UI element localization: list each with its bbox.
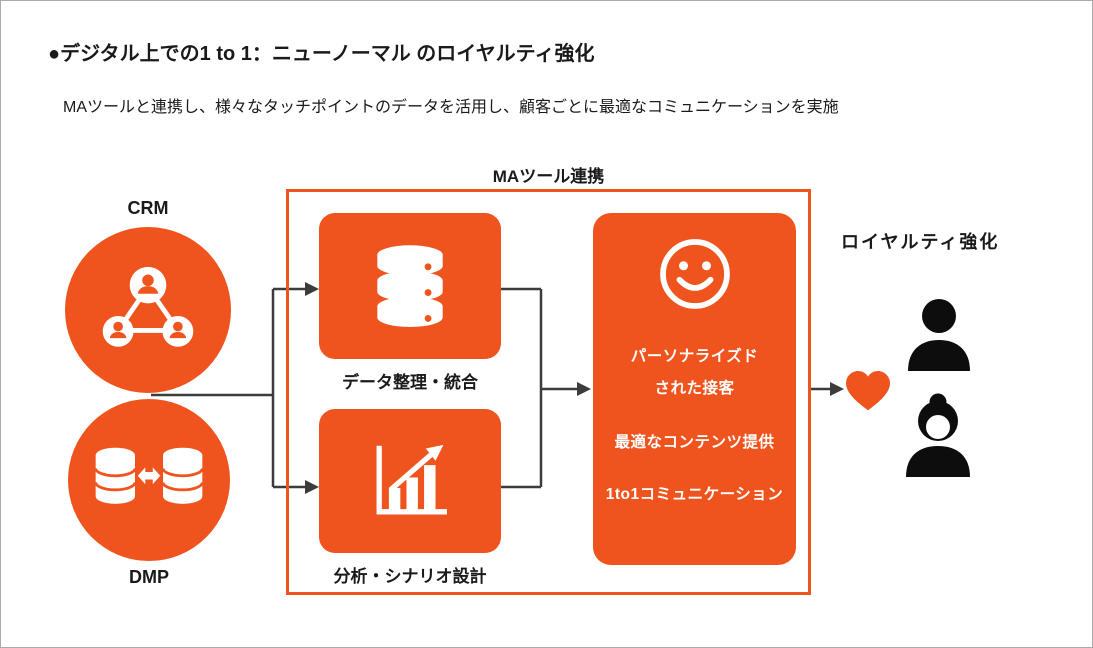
dmp-node [68, 399, 230, 561]
loyalty-result-label: ロイヤルティ強化 [841, 232, 1000, 252]
outcome-line-4: 1to1コミュニケーション [605, 486, 784, 503]
outcome-line-1: パーソナライズド [630, 348, 759, 365]
dmp-exchange-icon [94, 447, 204, 504]
analysis-card [319, 409, 501, 553]
person-male-icon [908, 299, 970, 371]
personalization-card: パーソナライズド された接客 最適なコンテンツ提供 1to1コミュニケーション [593, 213, 796, 565]
analysis-label: 分析・シナリオ設計 [333, 567, 487, 586]
smiley-icon [659, 239, 730, 309]
outcome-line-2: された接客 [654, 380, 735, 397]
ma-tool-box-outline [286, 189, 811, 595]
crm-node [65, 227, 231, 393]
bar-chart-icon [376, 444, 447, 515]
data-integration-label: データ整理・統合 [342, 373, 478, 392]
outcome-line-3: 最適なコンテンツ提供 [614, 434, 775, 451]
data-integration-card [319, 213, 501, 359]
dmp-label: DMP [129, 567, 169, 587]
heart-icon [846, 371, 890, 411]
page-title: ●デジタル上での1 to 1：ニューノーマル のロイヤルティ強化 [48, 43, 595, 65]
ma-tool-box-label: MAツール連携 [492, 167, 605, 186]
crm-network-icon [102, 266, 194, 347]
person-female-icon [906, 393, 970, 477]
crm-label: CRM [127, 198, 169, 218]
page-subtitle: MAツールと連携し、様々なタッチポイントのデータを活用し、顧客ごとに最適なコミュ… [63, 99, 839, 116]
database-icon [377, 245, 443, 328]
